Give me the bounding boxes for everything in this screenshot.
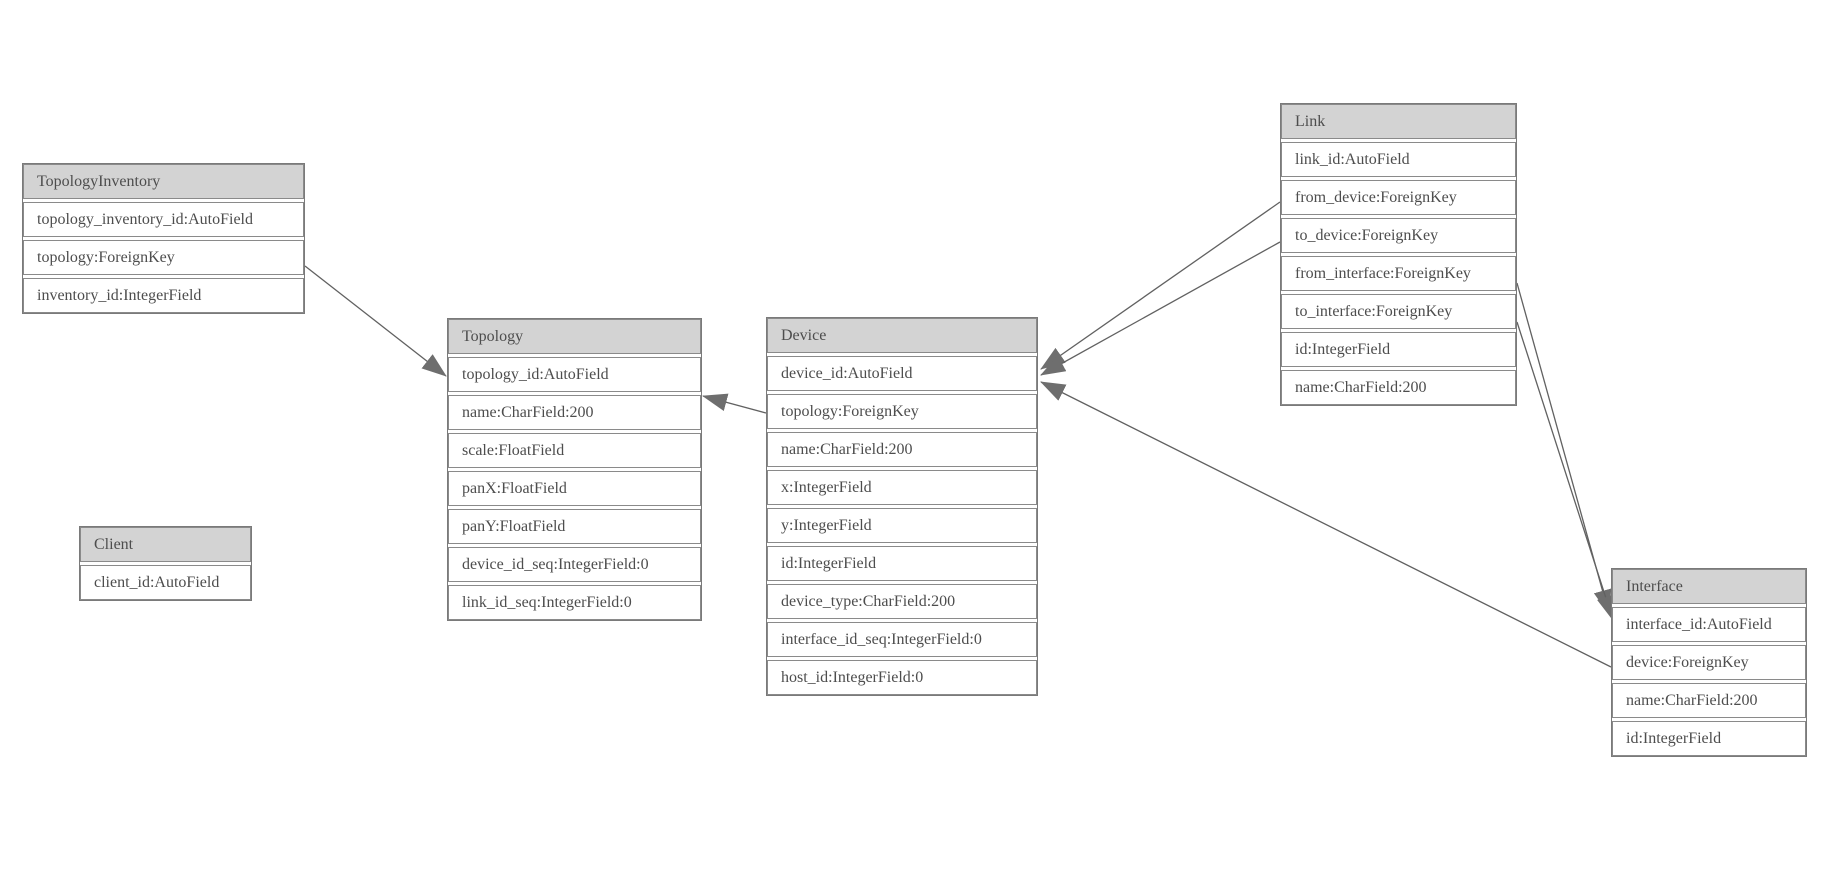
entity-field: link_id_seq:IntegerField:0 xyxy=(448,585,701,620)
entity-field: x:IntegerField xyxy=(767,470,1037,505)
entity-field: interface_id:AutoField xyxy=(1612,607,1806,642)
entity-header-client: Client xyxy=(80,527,251,562)
entity-field: topology_id:AutoField xyxy=(448,357,701,392)
entity-field: id:IntegerField xyxy=(767,546,1037,581)
entity-field: interface_id_seq:IntegerField:0 xyxy=(767,622,1037,657)
entity-field: to_interface:ForeignKey xyxy=(1281,294,1516,329)
entity-header-link: Link xyxy=(1281,104,1516,139)
entity-field: name:CharField:200 xyxy=(767,432,1037,467)
entity-field: id:IntegerField xyxy=(1281,332,1516,367)
entity-header-topology: Topology xyxy=(448,319,701,354)
entity-field: to_device:ForeignKey xyxy=(1281,218,1516,253)
entity-field: name:CharField:200 xyxy=(1281,370,1516,405)
entity-field: host_id:IntegerField:0 xyxy=(767,660,1037,695)
entity-header-device: Device xyxy=(767,318,1037,353)
relation-line-device-topology xyxy=(702,393,767,414)
entity-field: scale:FloatField xyxy=(448,433,701,468)
entity-table-interface: Interface interface_id:AutoField device:… xyxy=(1611,568,1807,757)
relation-line-link-todevice-device xyxy=(1040,241,1281,376)
entity-field: id:IntegerField xyxy=(1612,721,1806,756)
relation-line-topologyinventory-topology xyxy=(304,265,447,377)
entity-header-topologyinventory: TopologyInventory xyxy=(23,164,304,199)
entity-table-topologyinventory: TopologyInventory topology_inventory_id:… xyxy=(22,163,305,314)
relation-line-link-tointerface-interface xyxy=(1516,321,1615,621)
entity-table-client: Client client_id:AutoField xyxy=(79,526,252,601)
entity-field: from_device:ForeignKey xyxy=(1281,180,1516,215)
entity-table-topology: Topology topology_id:AutoField name:Char… xyxy=(447,318,702,621)
entity-header-interface: Interface xyxy=(1612,569,1806,604)
entity-field: topology:ForeignKey xyxy=(23,240,304,275)
entity-field: y:IntegerField xyxy=(767,508,1037,543)
relation-line-link-fromdevice-device xyxy=(1040,201,1281,370)
entity-field: link_id:AutoField xyxy=(1281,142,1516,177)
entity-field: device_type:CharField:200 xyxy=(767,584,1037,619)
entity-field: device:ForeignKey xyxy=(1612,645,1806,680)
entity-field: topology_inventory_id:AutoField xyxy=(23,202,304,237)
entity-field: panX:FloatField xyxy=(448,471,701,506)
relation-line-interface-device xyxy=(1040,381,1612,668)
entity-field: client_id:AutoField xyxy=(80,565,251,600)
entity-field: device_id:AutoField xyxy=(767,356,1037,391)
entity-field: name:CharField:200 xyxy=(1612,683,1806,718)
entity-field: panY:FloatField xyxy=(448,509,701,544)
entity-field: device_id_seq:IntegerField:0 xyxy=(448,547,701,582)
entity-field: name:CharField:200 xyxy=(448,395,701,430)
entity-table-device: Device device_id:AutoField topology:Fore… xyxy=(766,317,1038,696)
entity-field: topology:ForeignKey xyxy=(767,394,1037,429)
entity-field: inventory_id:IntegerField xyxy=(23,278,304,313)
entity-table-link: Link link_id:AutoField from_device:Forei… xyxy=(1280,103,1517,406)
entity-field: from_interface:ForeignKey xyxy=(1281,256,1516,291)
